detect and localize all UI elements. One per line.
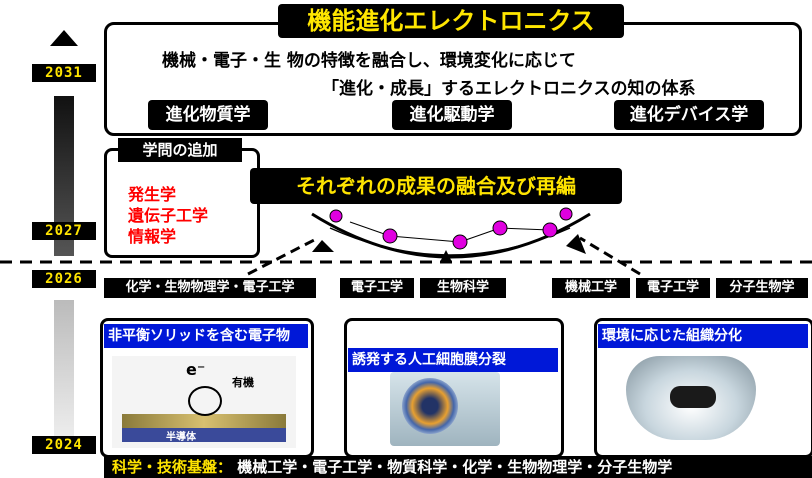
page-title: 機能進化エレクトロニクス — [278, 4, 624, 38]
description-line1: 機械・電子・生 物の特徴を融合し、環境変化に応じて — [162, 51, 576, 71]
panel-left-header: 非平衡ソリッドを含む電子物 — [104, 324, 308, 348]
substrate-layer — [122, 428, 286, 442]
device-illustration: 半導体 e⁻ 有機 — [112, 356, 296, 448]
network-link — [389, 235, 461, 243]
year-2026: 2026 — [32, 270, 96, 288]
electron-label: e⁻ — [186, 360, 206, 379]
footer-bar: 科学・技術基盤： 機械工学・電子工学・物質科学・化学・生物物理学・分子生物学 — [104, 456, 812, 478]
network-link — [499, 227, 551, 231]
timeline-arrowhead — [50, 30, 78, 46]
row-label-right-a: 機械工学 — [552, 278, 630, 298]
merge-arrowhead-left — [312, 240, 334, 252]
row-label-right-c: 分子生物学 — [716, 278, 808, 298]
added-item-informatics: 情報学 — [128, 227, 177, 246]
semiconductor-label: 半導体 — [166, 432, 196, 443]
cell-membrane-illustration — [390, 372, 500, 446]
network-arc-inner — [329, 227, 571, 256]
network-node — [492, 220, 508, 236]
row-label-center-b: 生物科学 — [420, 278, 506, 298]
year-2024: 2024 — [32, 436, 96, 454]
merge-arrow-left — [247, 236, 319, 276]
network-node — [542, 222, 558, 238]
row-label-right-b: 電子工学 — [636, 278, 710, 298]
semiconductor-layer — [122, 414, 286, 428]
network-node — [329, 209, 343, 223]
year-2031: 2031 — [32, 64, 96, 82]
merge-arrow-center — [440, 250, 452, 262]
panel-right-header: 環境に応じた組織分化 — [598, 324, 808, 348]
description-line2: 「進化・成長」するエレクトロニクスの知の体系 — [322, 79, 696, 99]
merge-arrowhead-right — [566, 234, 586, 254]
added-disciplines-label: 学問の追加 — [118, 138, 242, 162]
tissue-core — [670, 386, 716, 408]
membrane-cell — [402, 378, 458, 434]
footer-text: 機械工学・電子工学・物質科学・化学・生物物理学・分子生物学 — [237, 458, 673, 476]
electron-cycle-icon — [188, 386, 222, 416]
row-label-left: 化学・生物物理学・電子工学 — [104, 278, 316, 298]
network-node — [452, 234, 468, 250]
added-disciplines-list: 発生学 遺伝子工学 情報学 — [128, 184, 208, 247]
added-item-developmental-biology: 発生学 — [128, 185, 177, 204]
fusion-banner: それぞれの成果の融合及び再編 — [250, 168, 622, 204]
field-evolution-materials: 進化物質学 — [148, 100, 268, 130]
field-evolution-drive: 進化駆動学 — [392, 100, 512, 130]
tissue-illustration — [626, 356, 756, 440]
organic-label: 有機 — [232, 376, 254, 389]
network-node — [382, 228, 398, 244]
network-node — [559, 207, 573, 221]
added-item-genetic-engineering: 遺伝子工学 — [128, 206, 209, 225]
row-label-center-a: 電子工学 — [340, 278, 414, 298]
field-evolution-devices: 進化デバイス学 — [614, 100, 764, 130]
year-2027: 2027 — [32, 222, 96, 240]
panel-center-header: 誘発する人工細胞膜分裂 — [348, 348, 558, 372]
timeline-bar-upper — [54, 96, 74, 256]
timeline-bar-lower — [54, 300, 74, 440]
merge-arrow-right — [579, 236, 641, 276]
footer-label: 科学・技術基盤： — [112, 458, 233, 476]
